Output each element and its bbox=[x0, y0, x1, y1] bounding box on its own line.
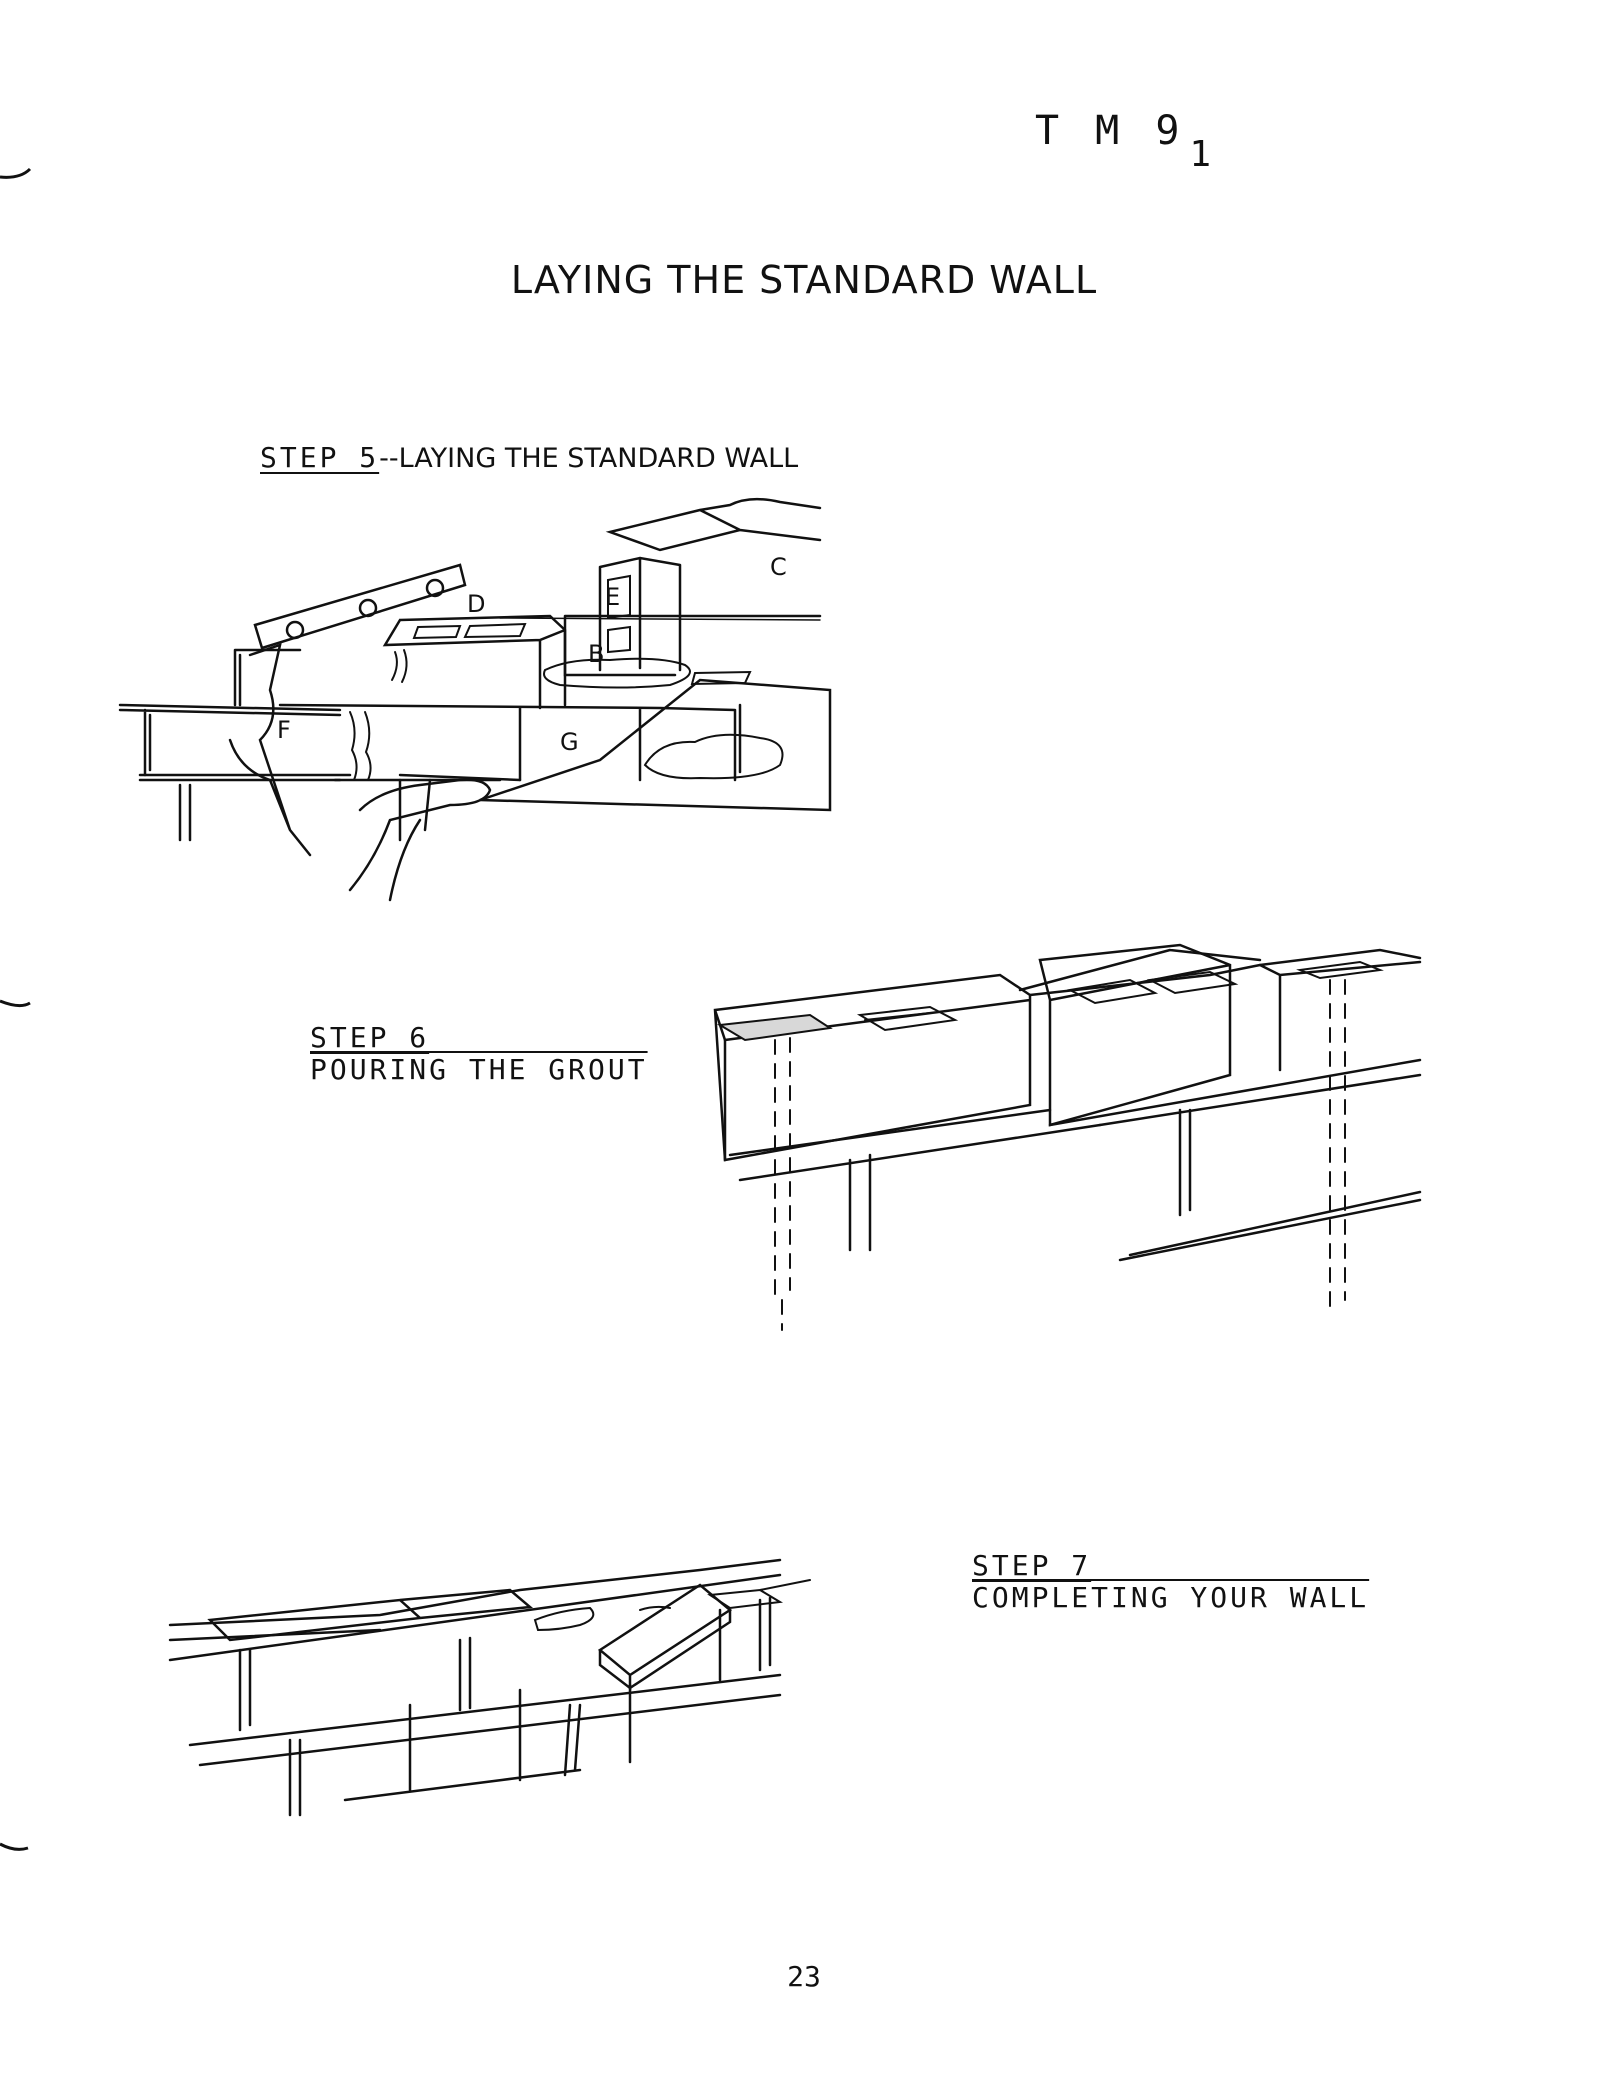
step6-number: STEP 6 bbox=[310, 1021, 430, 1054]
step6-illustration bbox=[713, 943, 1422, 1331]
step5-illustration: D E B C F G bbox=[118, 497, 832, 902]
step5-text: --LAYING THE STANDARD WALL bbox=[379, 443, 799, 474]
page-title: LAYING THE STANDARD WALL bbox=[510, 258, 1098, 302]
label-f: F bbox=[277, 716, 291, 744]
page-number: 23 bbox=[787, 1960, 821, 1993]
page-code-subscript: 1 bbox=[1189, 134, 1212, 175]
step7-text: COMPLETING YOUR WALL bbox=[972, 1581, 1370, 1614]
label-g: G bbox=[560, 728, 579, 756]
step6-caption: STEP 6 POURING THE GROUT bbox=[310, 1022, 648, 1086]
label-b: B bbox=[588, 640, 604, 668]
margin-mark-bottom bbox=[0, 1842, 29, 1851]
label-e: E bbox=[605, 583, 620, 611]
step5-number: STEP 5 bbox=[260, 441, 380, 474]
margin-mark-middle bbox=[0, 999, 31, 1008]
page-code-main: T M 9 bbox=[1035, 108, 1186, 154]
page-code: T M 91 bbox=[1035, 108, 1211, 175]
step5-caption: STEP 5--LAYING THE STANDARD WALL bbox=[260, 442, 798, 475]
step7-illustration bbox=[168, 1558, 811, 1817]
label-c: C bbox=[770, 553, 787, 581]
margin-mark-top bbox=[0, 167, 32, 179]
step7-caption: STEP 7 COMPLETING YOUR WALL bbox=[972, 1550, 1369, 1614]
step6-text: POURING THE GROUT bbox=[310, 1053, 648, 1086]
label-d: D bbox=[467, 590, 485, 618]
step7-number: STEP 7 bbox=[972, 1549, 1092, 1582]
